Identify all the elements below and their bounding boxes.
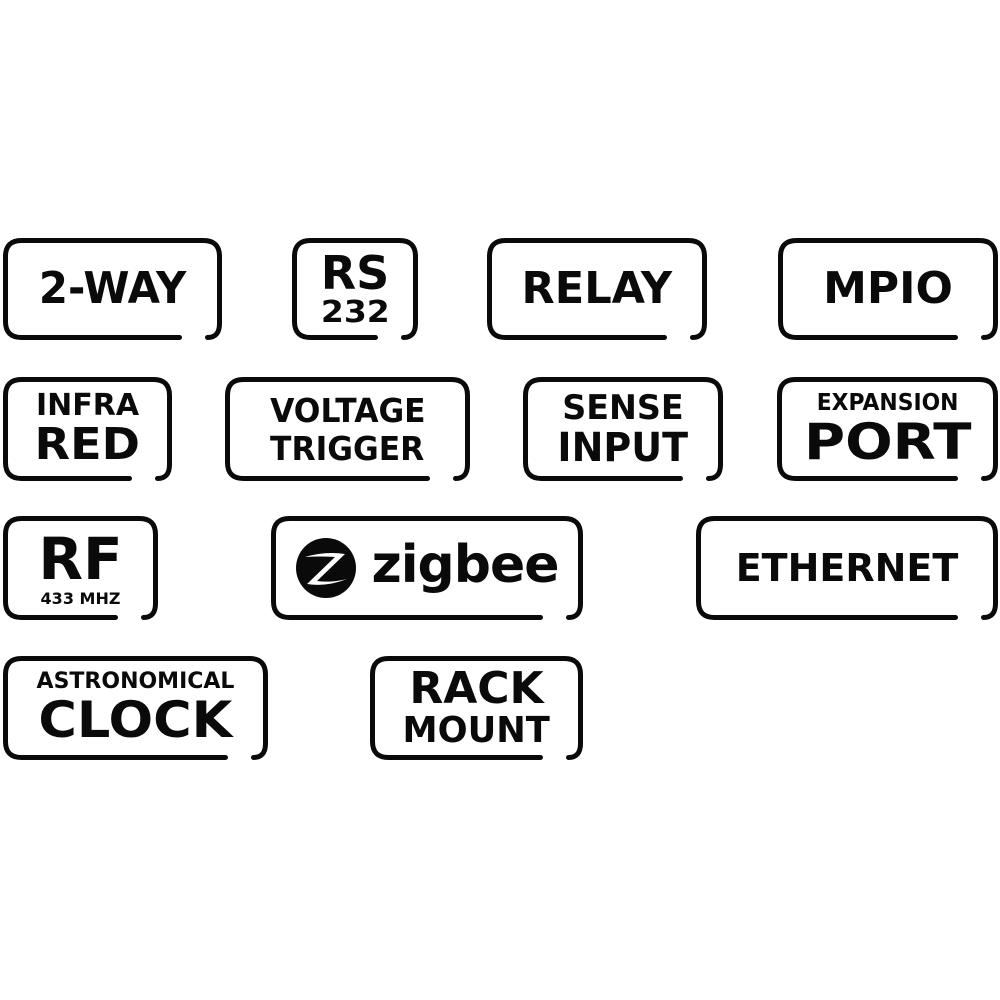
badge-label-line1: RS xyxy=(320,246,390,300)
badge-outline xyxy=(777,377,998,481)
badge-outline xyxy=(370,656,583,760)
badge-label: RELAY xyxy=(521,263,673,314)
badge-label-line1: ASTRONOMICAL xyxy=(36,669,235,694)
zigbee-lockup: zigbee xyxy=(295,535,560,599)
badge-label-line2: CLOCK xyxy=(38,691,233,749)
badge-frame xyxy=(225,377,470,481)
badge-2-way: 2-WAY xyxy=(3,238,222,340)
badge-frame xyxy=(271,516,583,620)
badge-ethernet: ETHERNET xyxy=(696,516,998,620)
badge-infrared: INFRA RED xyxy=(3,377,172,481)
badge-label: zigbee xyxy=(371,535,559,595)
badge-outline xyxy=(3,516,158,620)
badge-mpio: MPIO xyxy=(778,238,998,340)
badge-rf: RF 433 MHZ xyxy=(3,516,158,620)
badge-label: 2-WAY xyxy=(38,263,187,314)
badge-frame xyxy=(696,516,998,620)
badge-outline xyxy=(3,377,172,481)
badge-outline xyxy=(3,238,222,340)
badge-rs232: RS 232 xyxy=(292,238,418,340)
badge-label-line1: RACK xyxy=(409,663,544,714)
badge-label-line2: 232 xyxy=(320,295,390,330)
badge-outline xyxy=(523,377,723,481)
badge-label: ETHERNET xyxy=(735,546,959,590)
badge-frame xyxy=(777,377,998,481)
badge-label-line1: VOLTAGE xyxy=(269,390,426,430)
badge-astronomical-clock: ASTRONOMICAL CLOCK xyxy=(3,656,268,760)
badge-frame xyxy=(487,238,707,340)
badge-rack-mount: RACK MOUNT xyxy=(370,656,583,760)
badge-outline xyxy=(778,238,998,340)
badge-label-line2: 433 MHZ xyxy=(40,588,121,608)
badge-label-line1: EXPANSION xyxy=(816,389,959,416)
zigbee-logo-icon xyxy=(296,538,357,598)
badge-label-line1: RF xyxy=(38,524,123,593)
badge-label-line2: RED xyxy=(34,419,141,470)
badge-label: MPIO xyxy=(823,263,953,314)
badge-frame xyxy=(3,377,172,481)
badge-outline xyxy=(292,238,418,340)
badge-relay: RELAY xyxy=(487,238,707,340)
badge-outline xyxy=(225,377,470,481)
badge-outline xyxy=(696,516,998,620)
badge-label-line2: PORT xyxy=(803,412,972,471)
badge-outline xyxy=(487,238,707,340)
badge-frame xyxy=(3,656,268,760)
badge-label-line2: MOUNT xyxy=(402,710,551,751)
badge-frame xyxy=(370,656,583,760)
badge-voltage-trigger: VOLTAGE TRIGGER xyxy=(225,377,470,481)
badge-sense-input: SENSE INPUT xyxy=(523,377,723,481)
badge-zigbee: zigbee xyxy=(271,516,583,620)
badge-outline xyxy=(271,516,583,620)
badge-label-line2: TRIGGER xyxy=(270,428,425,468)
badge-label-line2: INPUT xyxy=(557,424,689,471)
badge-label-line1: INFRA xyxy=(35,388,140,423)
badge-frame xyxy=(3,516,158,620)
badge-frame xyxy=(778,238,998,340)
badge-frame xyxy=(3,238,222,340)
badge-expansion-port: EXPANSION PORT xyxy=(777,377,998,481)
badge-outline xyxy=(3,656,268,760)
badge-label-line1: SENSE xyxy=(562,387,684,428)
badge-frame xyxy=(523,377,723,481)
badge-frame xyxy=(292,238,418,340)
